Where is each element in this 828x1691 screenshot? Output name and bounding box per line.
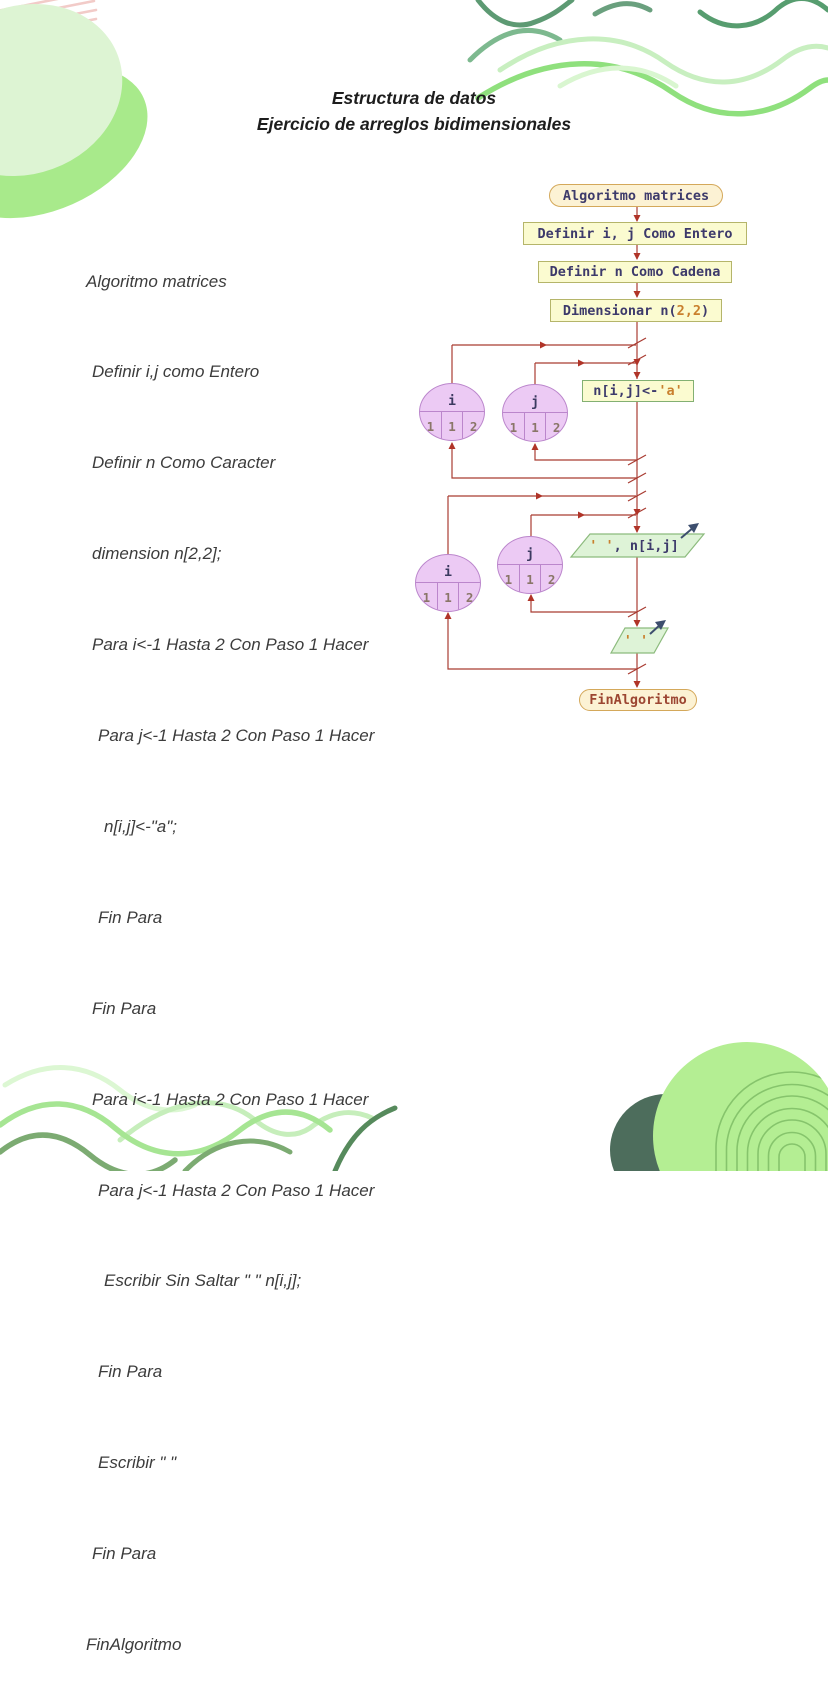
flow-start-label: Algoritmo matrices: [562, 187, 710, 204]
output-newline-quote: ' ': [623, 632, 649, 649]
output-shape-item: [569, 533, 706, 558]
loop-circle-i-1: i 1 1 2: [419, 383, 485, 441]
code-line: Fin Para: [92, 998, 157, 1018]
flow-define-str-box: Definir n Como Cadena: [538, 261, 732, 283]
flow-dimension-post: ): [701, 302, 710, 319]
loop-from: 1: [426, 418, 435, 434]
title-line-2: Ejercicio de arreglos bidimensionales: [256, 114, 572, 134]
output-parallelograms: [569, 533, 706, 654]
loop-to: 2: [462, 412, 484, 440]
flow-assign-pre: n[i,j]<-: [593, 383, 659, 399]
loop-var-label: j: [526, 547, 534, 562]
output-shape-newline: [609, 627, 670, 654]
page-title: Estructura de datos Ejercicio de arreglo…: [0, 85, 828, 137]
flow-end-label: FinAlgoritmo: [589, 692, 687, 708]
code-line: FinAlgoritmo: [86, 1634, 182, 1654]
deco-top-right: [467, 0, 828, 117]
code-line: Para i<-1 Hasta 2 Con Paso 1 Hacer: [92, 635, 369, 655]
loop-step: 1: [440, 412, 463, 440]
code-line: n[i,j]<-"a";: [104, 816, 178, 836]
title-line-1: Estructura de datos: [331, 88, 497, 108]
loop-step: 1: [436, 583, 459, 611]
flowchart-connectors: [444, 206, 706, 688]
flowchart: Algoritmo matrices Definir i, j Como Ent…: [415, 184, 747, 711]
loop-circle-j-2: j 1 1 2: [497, 536, 563, 594]
loop-step: 1: [518, 565, 541, 593]
flow-dimension-pre: Dimensionar n(: [562, 302, 677, 319]
connector-arrowheads: [444, 215, 641, 688]
loop-bounds: 1 1 2: [420, 411, 484, 440]
output-item-quote: ' ': [589, 537, 614, 554]
loop-circle-i-2: i 1 1 2: [415, 554, 481, 612]
flow-assign-value: 'a': [658, 383, 683, 399]
loop-to: 2: [540, 565, 562, 593]
loop-junction-slashes: [627, 337, 647, 675]
code-line: Para j<-1 Hasta 2 Con Paso 1 Hacer: [98, 726, 375, 746]
loop-bounds: 1 1 2: [503, 412, 567, 441]
loop-bounds: 1 1 2: [416, 582, 480, 611]
code-line: Escribir Sin Saltar " " n[i,j];: [104, 1271, 302, 1291]
deco-top-left: [0, 0, 148, 219]
code-line: Escribir " ": [98, 1453, 177, 1473]
flow-define-int-label: Definir i, j Como Entero: [537, 225, 733, 242]
loop-circle-j-1: j 1 1 2: [502, 384, 568, 442]
flow-output-item-text: ' ', n[i,j]: [576, 534, 692, 557]
page-decorations: [0, 0, 828, 1171]
loop-var-label: i: [448, 394, 456, 409]
code-line: dimension n[2,2];: [92, 544, 222, 564]
loop-to: 2: [458, 583, 480, 611]
output-item-rest: , n[i,j]: [613, 537, 679, 554]
deco-bottom-right: [610, 1042, 828, 1171]
code-line: Algoritmo matrices: [86, 271, 227, 291]
loop-var-label: i: [444, 565, 452, 580]
light-green-circle: [653, 1042, 828, 1171]
loop-from: 1: [509, 419, 518, 435]
code-line: Para j<-1 Hasta 2 Con Paso 1 Hacer: [98, 1180, 375, 1200]
loop-var-label: j: [531, 395, 539, 410]
flow-assign-box: n[i,j]<-'a': [582, 380, 694, 402]
fingerprint-arcs: [715, 1071, 828, 1171]
flow-output-newline-text: ' ': [611, 628, 661, 653]
loop-bounds: 1 1 2: [498, 564, 562, 593]
flow-define-str-label: Definir n Como Cadena: [549, 264, 721, 280]
code-line: Para i<-1 Hasta 2 Con Paso 1 Hacer: [92, 1089, 369, 1109]
loop-to: 2: [545, 413, 567, 441]
flow-define-int-box: Definir i, j Como Entero: [523, 222, 747, 245]
flow-dimension-box: Dimensionar n(2,2): [550, 299, 722, 322]
deco-bottom-left: [0, 1065, 398, 1171]
code-line: Definir n Como Caracter: [92, 453, 276, 473]
output-write-arrows: [649, 523, 699, 635]
code-line: Fin Para: [92, 1544, 157, 1564]
flow-end-terminator: FinAlgoritmo: [579, 689, 697, 711]
flow-start-terminator: Algoritmo matrices: [549, 184, 723, 207]
code-line: Fin Para: [98, 1362, 163, 1382]
code-line: Fin Para: [98, 907, 163, 927]
code-line: Definir i,j como Entero: [92, 362, 260, 382]
loop-from: 1: [422, 589, 431, 605]
loop-from: 1: [504, 571, 513, 587]
pale-green-blob: [0, 3, 123, 177]
loop-step: 1: [523, 413, 546, 441]
flow-dimension-args: 2,2: [676, 302, 702, 319]
